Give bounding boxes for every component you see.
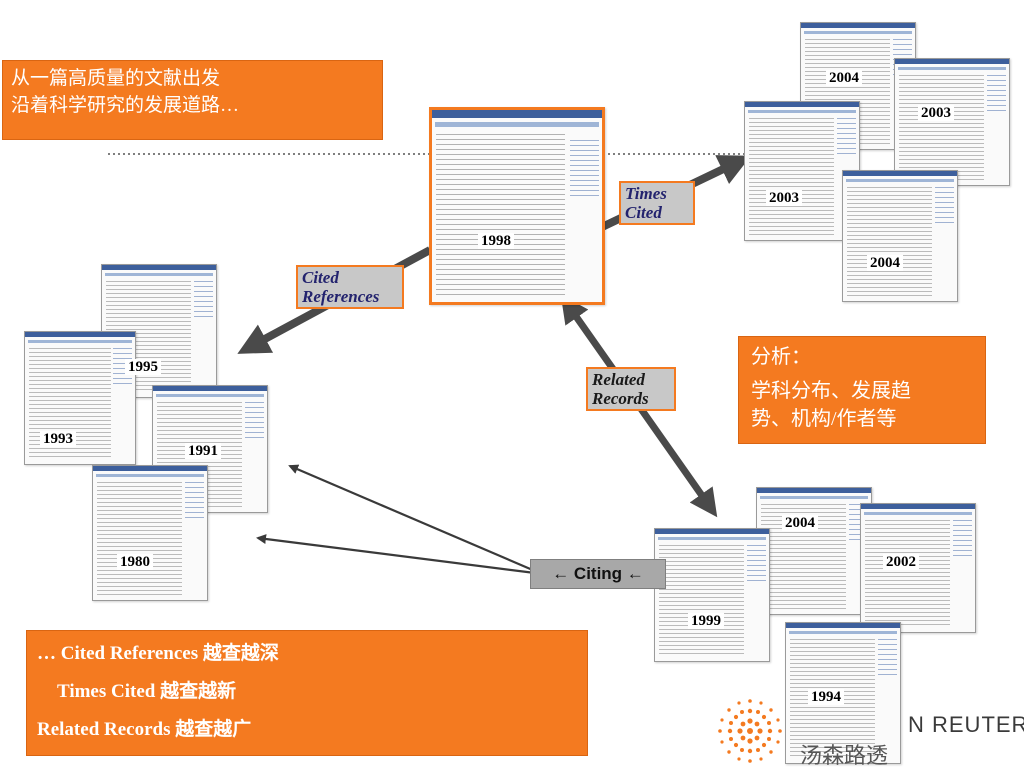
year-label-ref-1980: 1980	[117, 554, 153, 570]
analysis-line-1: 分析：	[751, 346, 811, 368]
summary-line-3: Related Records 越查越广	[37, 719, 252, 740]
related-record-1	[756, 487, 872, 615]
intro-box: 从一篇高质量的文献出发 沿着科学研究的发展道路…	[2, 60, 383, 140]
summary-line-2: Times Cited 越查越新	[57, 681, 237, 702]
cited-references-tag-line-1: Cited	[302, 268, 339, 287]
year-label-center: 1998	[478, 233, 514, 249]
summary-line-1: … Cited References 越查越深	[37, 643, 279, 664]
citing-label: ← Citing ←	[530, 559, 666, 589]
year-label-rel-2002: 2002	[883, 554, 919, 570]
center-record-thumbnail	[429, 107, 605, 305]
analysis-line-3: 势、机构/作者等	[751, 408, 897, 430]
brand-name: N REUTERS	[908, 712, 1024, 737]
related-records-tag-line-1: Related	[592, 370, 645, 389]
related-record-3	[654, 528, 770, 662]
times-cited-tag-line-2: Cited	[625, 203, 662, 222]
cited-reference-record-4	[92, 465, 208, 601]
thomson-reuters-logo-icon	[718, 699, 782, 763]
related-records-tag: Related Records	[586, 367, 676, 411]
year-label-ref-1993: 1993	[40, 431, 76, 447]
year-label-rel-1999: 1999	[688, 613, 724, 629]
cited-references-tag-line-2: References	[302, 287, 380, 306]
summary-box: … Cited References 越查越深 Times Cited 越查越新…	[26, 630, 588, 756]
citing-arrow-lower	[256, 534, 536, 575]
times-cited-record-2	[894, 58, 1010, 186]
intro-line-1: 从一篇高质量的文献出发	[11, 68, 221, 89]
times-cited-tag: Times Cited	[619, 181, 695, 225]
times-cited-record-3	[744, 101, 860, 241]
cited-references-tag: Cited References	[296, 265, 404, 309]
analysis-line-2: 学科分布、发展趋	[751, 380, 911, 402]
year-label-rel-1994: 1994	[808, 689, 844, 705]
year-label-ref-1991: 1991	[185, 443, 221, 459]
year-label-ref-1995: 1995	[125, 359, 161, 375]
intro-line-2: 沿着科学研究的发展道路…	[11, 95, 240, 116]
analysis-box: 分析： 学科分布、发展趋 势、机构/作者等	[738, 336, 986, 444]
year-label-tc-bottom: 2004	[867, 255, 903, 271]
brand-name-chinese: 汤森路透	[800, 744, 889, 769]
year-label-tc-right: 2003	[918, 105, 954, 121]
related-records-tag-line-2: Records	[592, 389, 649, 408]
year-label-tc-left: 2003	[766, 190, 802, 206]
year-label-tc-top: 2004	[826, 70, 862, 86]
times-cited-record-4	[842, 170, 958, 302]
related-record-2	[860, 503, 976, 633]
times-cited-tag-line-1: Times	[625, 184, 667, 203]
citing-arrow-upper	[288, 464, 536, 573]
year-label-rel-2004: 2004	[782, 515, 818, 531]
